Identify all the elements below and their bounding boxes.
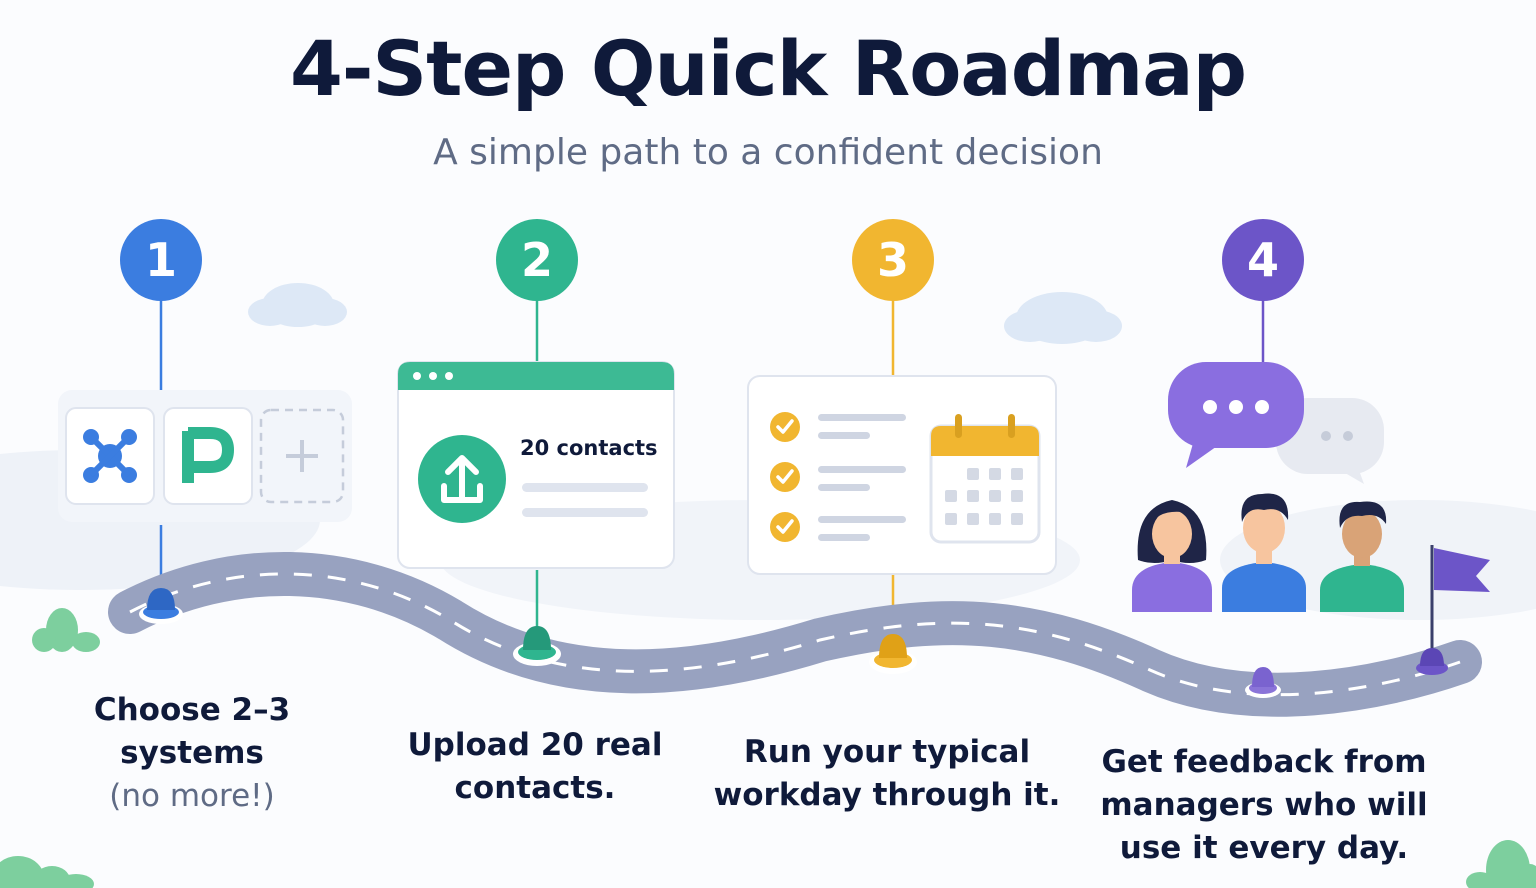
step-3-number: 3 <box>852 219 934 301</box>
step-2-caption-line-2: contacts. <box>454 770 616 806</box>
road-pin-3 <box>869 634 917 674</box>
road-pin-4 <box>1245 667 1281 698</box>
cloud-right <box>1004 292 1122 344</box>
network-icon <box>83 429 137 483</box>
step-1-caption-line-2: systems <box>120 735 264 771</box>
page-title: 4-Step Quick Roadmap <box>289 24 1247 113</box>
person-icon-woman <box>1132 500 1212 612</box>
step-1-number: 1 <box>120 219 202 301</box>
step-1-caption-line-1: Choose 2–3 <box>93 692 291 728</box>
plant-left <box>32 608 100 652</box>
step-4-caption: Get feedback from managers who will use … <box>1094 741 1434 870</box>
step-2-caption-line-1: Upload 20 real <box>407 727 663 763</box>
step-1-caption-note: (no more!) <box>109 778 275 814</box>
contacts-count-label: 20 contacts <box>520 436 658 460</box>
check-icon <box>770 412 800 542</box>
p-logo-icon <box>182 427 234 483</box>
page-subtitle: A simple path to a confident decision <box>433 132 1103 173</box>
flag-icon <box>1416 545 1490 675</box>
add-icon <box>286 440 318 472</box>
step-4-caption-line-1: Get feedback from <box>1101 744 1427 780</box>
person-icon-second-man <box>1320 501 1404 612</box>
step-1-caption: Choose 2–3 systems (no more!) <box>32 689 352 818</box>
road-pin-1 <box>139 588 183 624</box>
step-4-caption-line-3: use it every day. <box>1119 830 1409 866</box>
upload-icon <box>418 435 506 523</box>
step-2-caption: Upload 20 real contacts. <box>355 724 715 810</box>
plant-bottom-left <box>0 856 94 888</box>
person-icon-man <box>1222 493 1306 612</box>
road-pin-2 <box>513 626 561 666</box>
step-3-caption-line-1: Run your typical <box>743 734 1031 770</box>
cloud-left <box>248 283 347 327</box>
step-3-caption: Run your typical workday through it. <box>712 731 1062 817</box>
step-2-number: 2 <box>496 219 578 301</box>
chat-bubble-icon <box>1168 362 1384 484</box>
plant-bottom-right <box>1466 840 1536 888</box>
step-3-caption-line-2: workday through it. <box>713 777 1061 813</box>
step-4-number: 4 <box>1222 219 1304 301</box>
calendar-icon <box>929 414 1041 544</box>
step-4-caption-line-2: managers who will <box>1100 787 1428 823</box>
connectors <box>159 300 1265 646</box>
